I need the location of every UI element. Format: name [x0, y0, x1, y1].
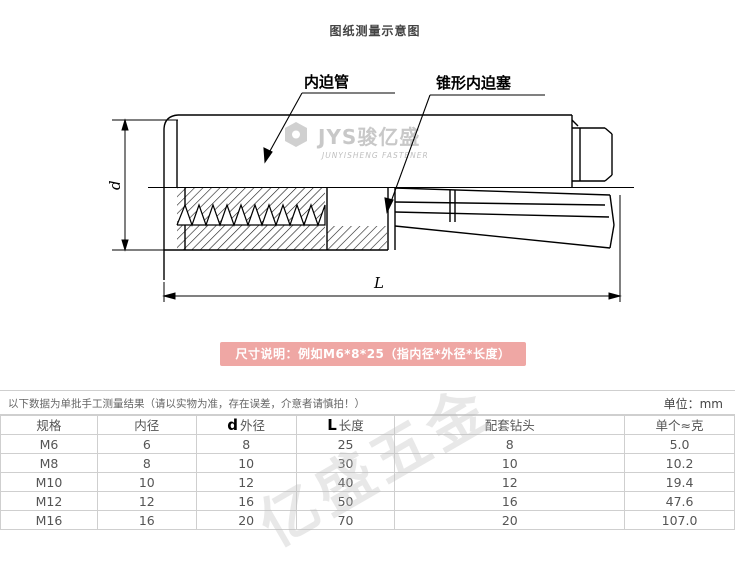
table-row: M12 12 16 50 16 47.6: [0, 491, 735, 511]
anchor-drawing: JYS骏亿盛 JUNYISHENG FASTENER: [106, 73, 634, 302]
table-row: M6 6 8 25 8 5.0: [0, 434, 735, 454]
cell-inner: 6: [96, 434, 197, 454]
table-row: M8 8 10 30 10 10.2: [0, 453, 735, 473]
cell-length: 30: [295, 453, 396, 473]
label-inner-tube: 内迫管: [304, 73, 349, 91]
dimension-d-label: d: [106, 180, 124, 190]
cell-weight: 10.2: [624, 453, 735, 473]
header-length-text: 长度: [338, 418, 364, 433]
watermark-brand: JYS骏亿盛: [316, 125, 420, 149]
header-outer-mark: d: [227, 416, 239, 434]
cell-outer: 20: [195, 510, 297, 530]
cell-drill: 10: [394, 453, 626, 473]
dimension-d: [112, 118, 178, 252]
cell-weight: 5.0: [624, 434, 735, 454]
measurement-note: 以下数据为单批手工测量结果（请以实物为准，存在误差，介意者请慎拍！）: [8, 398, 365, 410]
cell-spec: M8: [0, 453, 98, 473]
label-cone-plug: 锥形内迫塞: [436, 74, 512, 92]
cell-inner: 16: [96, 510, 197, 530]
cell-spec: M6: [0, 434, 98, 454]
table-row: M16 16 20 70 20 107.0: [0, 510, 735, 530]
header-drill: 配套钻头: [394, 414, 626, 435]
cell-weight: 47.6: [624, 491, 735, 511]
brand-watermark: JYS骏亿盛 JUNYISHENG FASTENER: [285, 122, 429, 160]
cell-spec: M16: [0, 510, 98, 530]
thread-section: [176, 188, 387, 250]
cell-weight: 107.0: [624, 510, 735, 530]
cell-drill: 8: [394, 434, 626, 454]
leader-cone-plug: [384, 94, 545, 214]
cell-length: 50: [295, 491, 396, 511]
cell-weight: 19.4: [624, 472, 735, 492]
cell-outer: 10: [195, 453, 297, 473]
header-inner: 内径: [96, 414, 197, 435]
header-spec: 规格: [0, 414, 98, 435]
cell-spec: M10: [0, 472, 98, 492]
cell-length: 70: [295, 510, 396, 530]
cell-outer: 8: [195, 434, 297, 454]
unit-label: 单位：mm: [663, 397, 723, 411]
cell-outer: 12: [195, 472, 297, 492]
header-weight: 单个≈克: [624, 414, 735, 435]
size-note-banner: 尺寸说明：例如M6*8*25（指内径*外径*长度）: [220, 342, 526, 366]
diagram-title: 图纸测量示意图: [329, 24, 421, 38]
cell-drill: 12: [394, 472, 626, 492]
watermark-sub: JUNYISHENG FASTENER: [320, 151, 429, 160]
cell-drill: 20: [394, 510, 626, 530]
cell-inner: 8: [96, 453, 197, 473]
info-row: 以下数据为单批手工测量结果（请以实物为准，存在误差，介意者请慎拍！） 单位：mm: [0, 390, 735, 416]
table-row: M10 10 12 40 12 19.4: [0, 472, 735, 492]
cell-spec: M12: [0, 491, 98, 511]
cell-outer: 16: [195, 491, 297, 511]
leader-inner-tube: [263, 92, 395, 164]
cell-inner: 10: [96, 472, 197, 492]
dimension-L: [162, 195, 622, 302]
cell-drill: 16: [394, 491, 626, 511]
header-length-mark: L: [327, 416, 337, 434]
dimension-L-label: L: [373, 274, 384, 292]
cell-length: 40: [295, 472, 396, 492]
header-outer-text: 外径: [240, 418, 266, 433]
cell-inner: 12: [96, 491, 197, 511]
cell-length: 25: [295, 434, 396, 454]
cone-plug: [394, 127, 615, 250]
